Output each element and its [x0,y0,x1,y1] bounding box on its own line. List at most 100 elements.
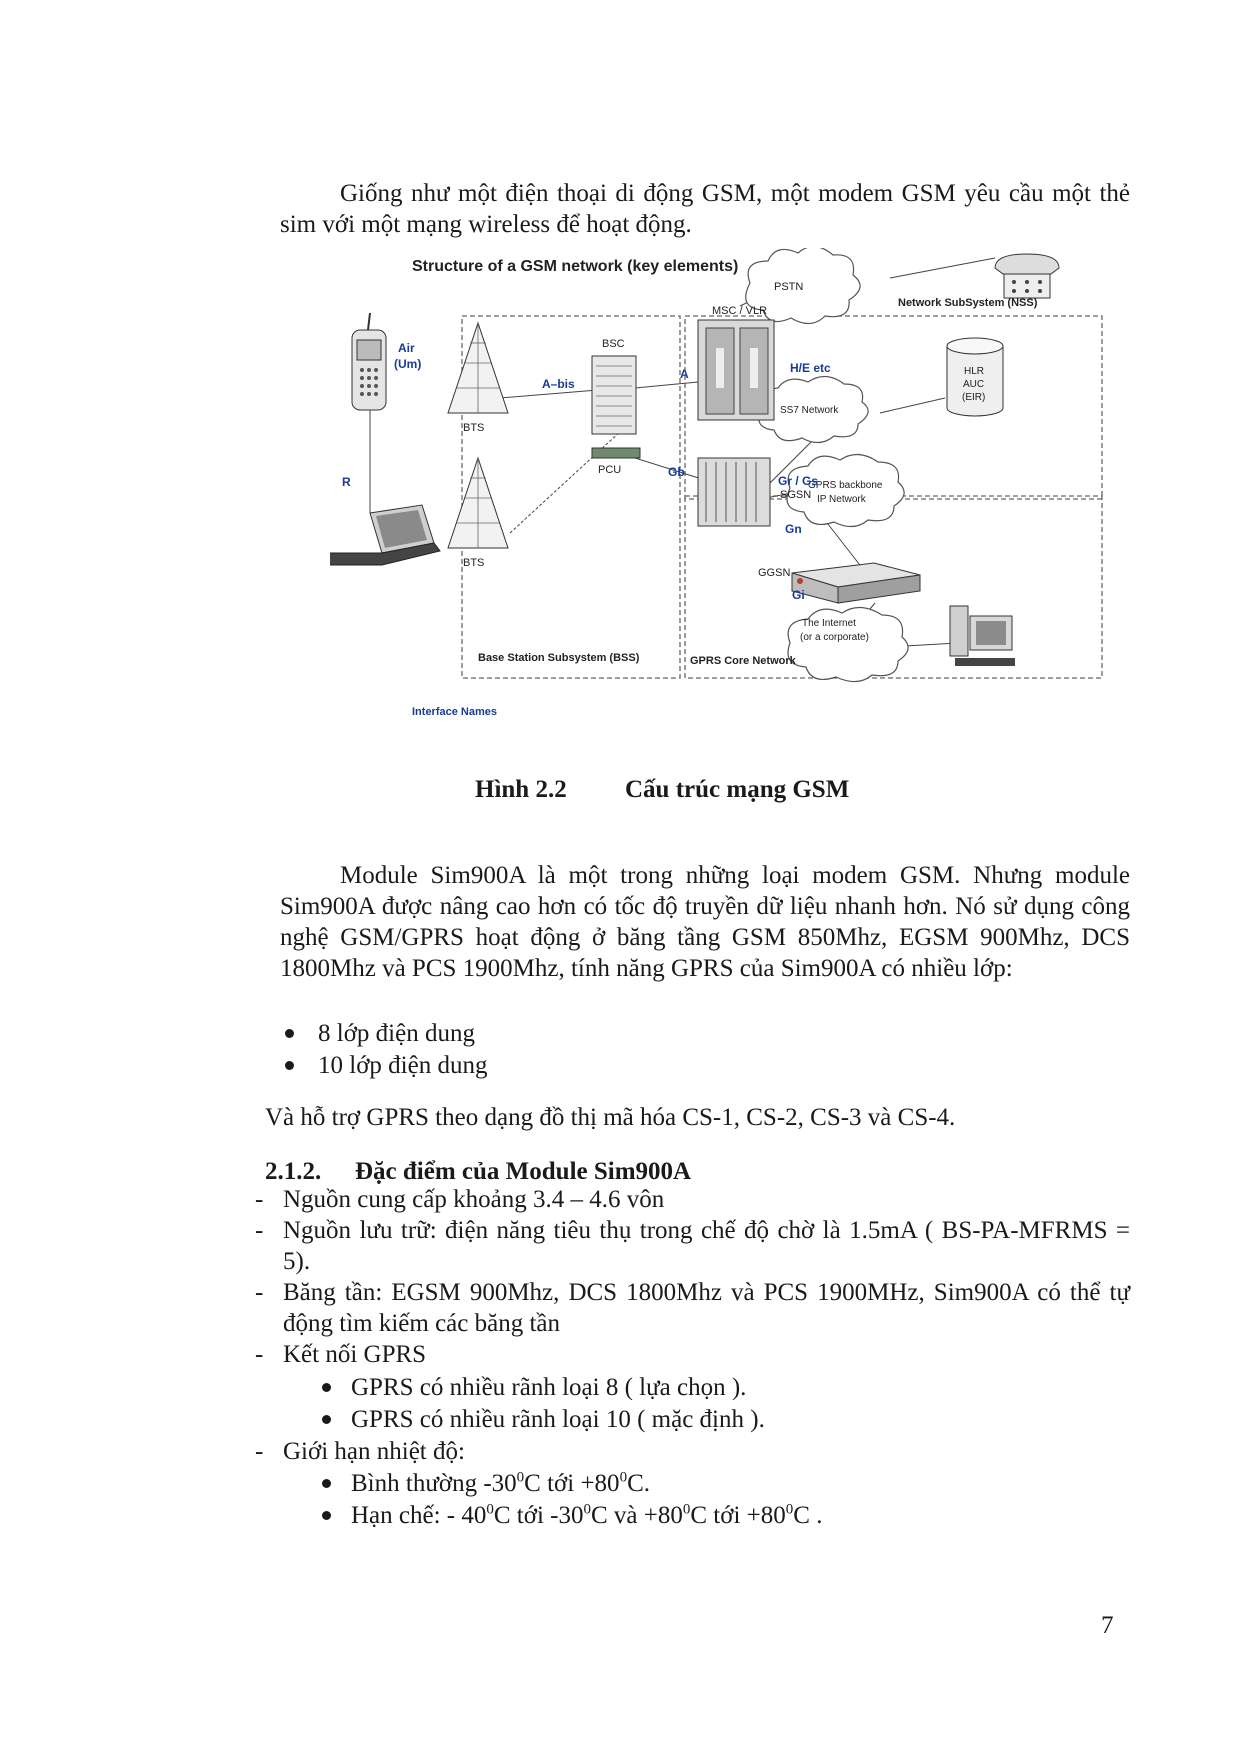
ss7-label: SS7 Network [780,405,839,416]
temp-text: C tới +80 [524,1470,620,1497]
dash-marker: - [255,1438,264,1465]
temp-text: C tới +80 [690,1502,786,1529]
ggsn-label: GGSN [758,567,790,579]
bullet-text: 8 lớp điện dung [318,1020,475,1047]
feature-power: -Nguồn cung cấp khoảng 3.4 – 4.6 vôn [255,1184,1130,1215]
gprs-backbone-cloud [786,453,905,528]
eir-label: (EIR) [962,392,985,403]
um-label: (Um) [394,357,421,371]
bullet-icon [285,1028,294,1038]
laptop-icon [330,504,441,566]
dash-marker: - [255,1186,264,1213]
bss-label: Base Station Subsystem (BSS) [478,652,640,664]
figure-title: Structure of a GSM network (key elements… [412,258,738,275]
gb-label: Gb [668,465,685,479]
bullet-icon [322,1414,331,1424]
caption-number: Hình 2.2 [475,776,567,803]
pstn-label: PSTN [774,281,803,293]
section-number: 2.1.2. [265,1158,322,1185]
gsm-network-diagram: Structure of a GSM network (key elements… [330,248,1103,718]
gr-gs-label: Gr / Gs [778,474,818,488]
nss-label: Network SubSystem (NSS) [898,297,1038,309]
bullet-item: 10 lớp điện dung [285,1050,487,1081]
feature-temp-limit: -Giới hạn nhiệt độ: [255,1436,1130,1467]
msc-vlr-icon [697,319,775,421]
bullet-icon [322,1478,331,1488]
bullet-text: 10 lớp điện dung [318,1052,488,1079]
temp-restricted-item: Hạn chế: - 400C tới -300C và +800C tới +… [322,1500,822,1531]
temp-text: Bình thường -30 [351,1470,517,1497]
intro-paragraph: Giống như một điện thoại di động GSM, mộ… [280,178,1130,240]
section-title: Đặc điểm của Module Sim900A [355,1158,692,1185]
bullet-text: GPRS có nhiều rãnh loại 10 ( mặc định ). [351,1406,765,1433]
temp-text: C tới -30 [493,1502,584,1529]
mobile-phone-icon [351,312,387,411]
desktop-computer-icon [949,605,1015,666]
intro-text: Giống như một điện thoại di động GSM, mộ… [280,180,1130,238]
dash-marker: - [255,1217,264,1244]
degree-sup: 0 [516,1469,525,1486]
feature-text: Kết nối GPRS [283,1341,427,1368]
internet-label-1: The Internet [802,618,856,629]
telephone-icon [994,253,1060,299]
caption-text: Cấu trúc mạng GSM [625,776,850,803]
section-heading: 2.1.2. Đặc điểm của Module Sim900A [265,1158,691,1186]
dash-marker: - [255,1341,264,1368]
bullet-item: 8 lớp điện dung [285,1018,475,1049]
figure-caption: Hình 2.2 Cấu trúc mạng GSM [475,776,849,804]
feature-text: Nguồn lưu trữ: điện năng tiêu thụ trong … [283,1217,1130,1275]
bsc-label: BSC [602,338,625,350]
bullet-text: GPRS có nhiều rãnh loại 8 ( lựa chọn ). [351,1374,747,1401]
bsc-icon [591,355,637,435]
bts-bottom-label: BTS [463,557,484,569]
internet-cloud [787,606,909,683]
gprs-backbone-label-1: GPRS backbone [808,480,883,491]
sgsn-icon [697,457,771,527]
support-line: Và hỗ trợ GPRS theo dạng đồ thị mã hóa C… [265,1104,956,1131]
bts-tower-bottom-icon [447,456,509,549]
bts-tower-top-icon [447,321,509,414]
bts-top-label: BTS [463,422,484,434]
pcu-icon [591,447,641,459]
feature-text: Băng tần: EGSM 900Mhz, DCS 1800Mhz và PC… [283,1279,1130,1337]
degree-sup: 0 [583,1501,592,1518]
feature-text: Nguồn cung cấp khoảng 3.4 – 4.6 vôn [283,1186,665,1213]
degree-sup: 0 [486,1501,494,1518]
bullet-icon [285,1060,294,1070]
feature-gprs-connect: -Kết nối GPRS [255,1339,1130,1370]
interface-names-label: Interface Names [412,706,497,718]
page-number: 7 [1101,1612,1114,1639]
bss-region [461,315,681,679]
feature-storage: -Nguồn lưu trữ: điện năng tiêu thụ trong… [255,1215,1130,1277]
gprs-core-label: GPRS Core Network [690,655,797,667]
air-label: Air [398,341,415,355]
temp-text: C. [627,1470,650,1497]
gprs-backbone-label-2: IP Network [817,494,867,505]
internet-label-2: (or a corporate) [800,632,869,643]
bullet-icon [322,1382,331,1392]
gprs-sub-item: GPRS có nhiều rãnh loại 10 ( mặc định ). [322,1404,765,1435]
temp-text: C . [793,1502,823,1529]
r-label: R [342,475,351,489]
feature-text: Giới hạn nhiệt độ: [283,1438,465,1465]
ss7-cloud [758,375,869,444]
temp-normal-item: Bình thường -300C tới +800C. [322,1468,650,1499]
degree-sup: 0 [619,1469,628,1486]
gn-label: Gn [785,522,802,536]
dash-marker: - [255,1279,264,1306]
a-interface-label: A [680,367,689,381]
module-text: Module Sim900A là một trong những loại m… [280,862,1130,982]
feature-bands: -Băng tần: EGSM 900Mhz, DCS 1800Mhz và P… [255,1277,1130,1339]
a-bis-label: A–bis [542,377,575,391]
degree-sup: 0 [785,1501,794,1518]
gi-label: Gi [792,588,805,602]
msc-vlr-label: MSC / VLR [712,305,767,317]
he-etc-label: H/E etc [790,361,831,375]
auc-label: AUC [963,379,984,390]
gprs-sub-item: GPRS có nhiều rãnh loại 8 ( lựa chọn ). [322,1372,746,1403]
pcu-label: PCU [598,464,621,476]
temp-text: C và +80 [591,1502,683,1529]
module-paragraph: Module Sim900A là một trong những loại m… [280,860,1130,984]
bullet-icon [322,1510,331,1520]
degree-sup: 0 [682,1501,691,1518]
